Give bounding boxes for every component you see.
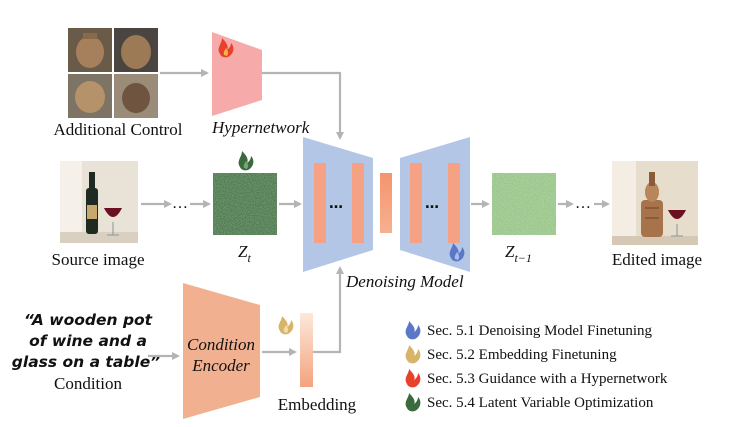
latent-zt-label: Zt [238,242,251,265]
denoising-finetune-flame-icon [449,243,465,262]
unet-block-1 [314,163,326,243]
latent-zt-noise [213,173,277,235]
additional-control-images [68,28,158,118]
embedding-vector [300,313,313,387]
unet-block-3 [410,163,422,243]
legend: Sec. 5.1 Denoising Model FinetuningSec. … [405,321,668,412]
legend-item: Sec. 5.3 Guidance with a Hypernetwork [405,369,668,388]
latent-optimization-flame-icon [238,151,254,171]
unet-ellipsis-left: … [329,196,343,212]
flame-icon [405,393,421,412]
legend-label: Sec. 5.3 Guidance with a Hypernetwork [427,371,668,387]
ellipsis-left: … [172,195,188,212]
edited-image-label: Edited image [612,250,702,269]
flame-icon [405,369,421,388]
unet-ellipsis-right: … [425,196,439,212]
legend-label: Sec. 5.4 Latent Variable Optimization [427,395,654,411]
source-image-label: Source image [52,250,145,269]
prompt-line-2: of wine and a [29,332,147,350]
latent-zt1-label: Zt−1 [505,242,532,265]
arrow-hypernetwork-to-unet [262,71,344,140]
arrow-embedding-to-unet [313,266,344,354]
embedding-label: Embedding [278,395,357,414]
condition-encoder-block [183,283,260,419]
embedding-finetune-flame-icon [278,316,294,335]
legend-item: Sec. 5.1 Denoising Model Finetuning [405,321,652,340]
condition-label: Condition [54,374,123,393]
condition-encoder-label-line2: Encoder [191,356,250,375]
prompt-line-1: “A wooden pot [24,311,153,329]
legend-label: Sec. 5.2 Embedding Finetuning [427,347,617,363]
hypernetwork-flame-icon [218,38,234,58]
flame-icon [405,345,421,364]
additional-control-label: Additional Control [54,120,183,139]
latent-zt1-noise [492,173,556,235]
unet-block-4 [448,163,460,243]
legend-label: Sec. 5.1 Denoising Model Finetuning [427,323,652,339]
unet-block-2 [352,163,364,243]
flame-icon [405,321,421,340]
prompt-line-3: glass on a table” [12,353,160,371]
legend-item: Sec. 5.2 Embedding Finetuning [405,345,617,364]
source-image [60,161,138,243]
hypernetwork-block [212,32,262,116]
edited-image [612,161,698,245]
denoising-model-label: Denoising Model [345,272,464,291]
ellipsis-right: … [575,195,591,212]
prompt-text: “A wooden pot of wine and a glass on a t… [12,311,160,371]
legend-item: Sec. 5.4 Latent Variable Optimization [405,393,654,412]
hypernetwork-label: Hypernetwork [211,118,310,137]
unet-bottleneck [380,173,392,233]
condition-encoder-label-line1: Condition [187,335,255,354]
